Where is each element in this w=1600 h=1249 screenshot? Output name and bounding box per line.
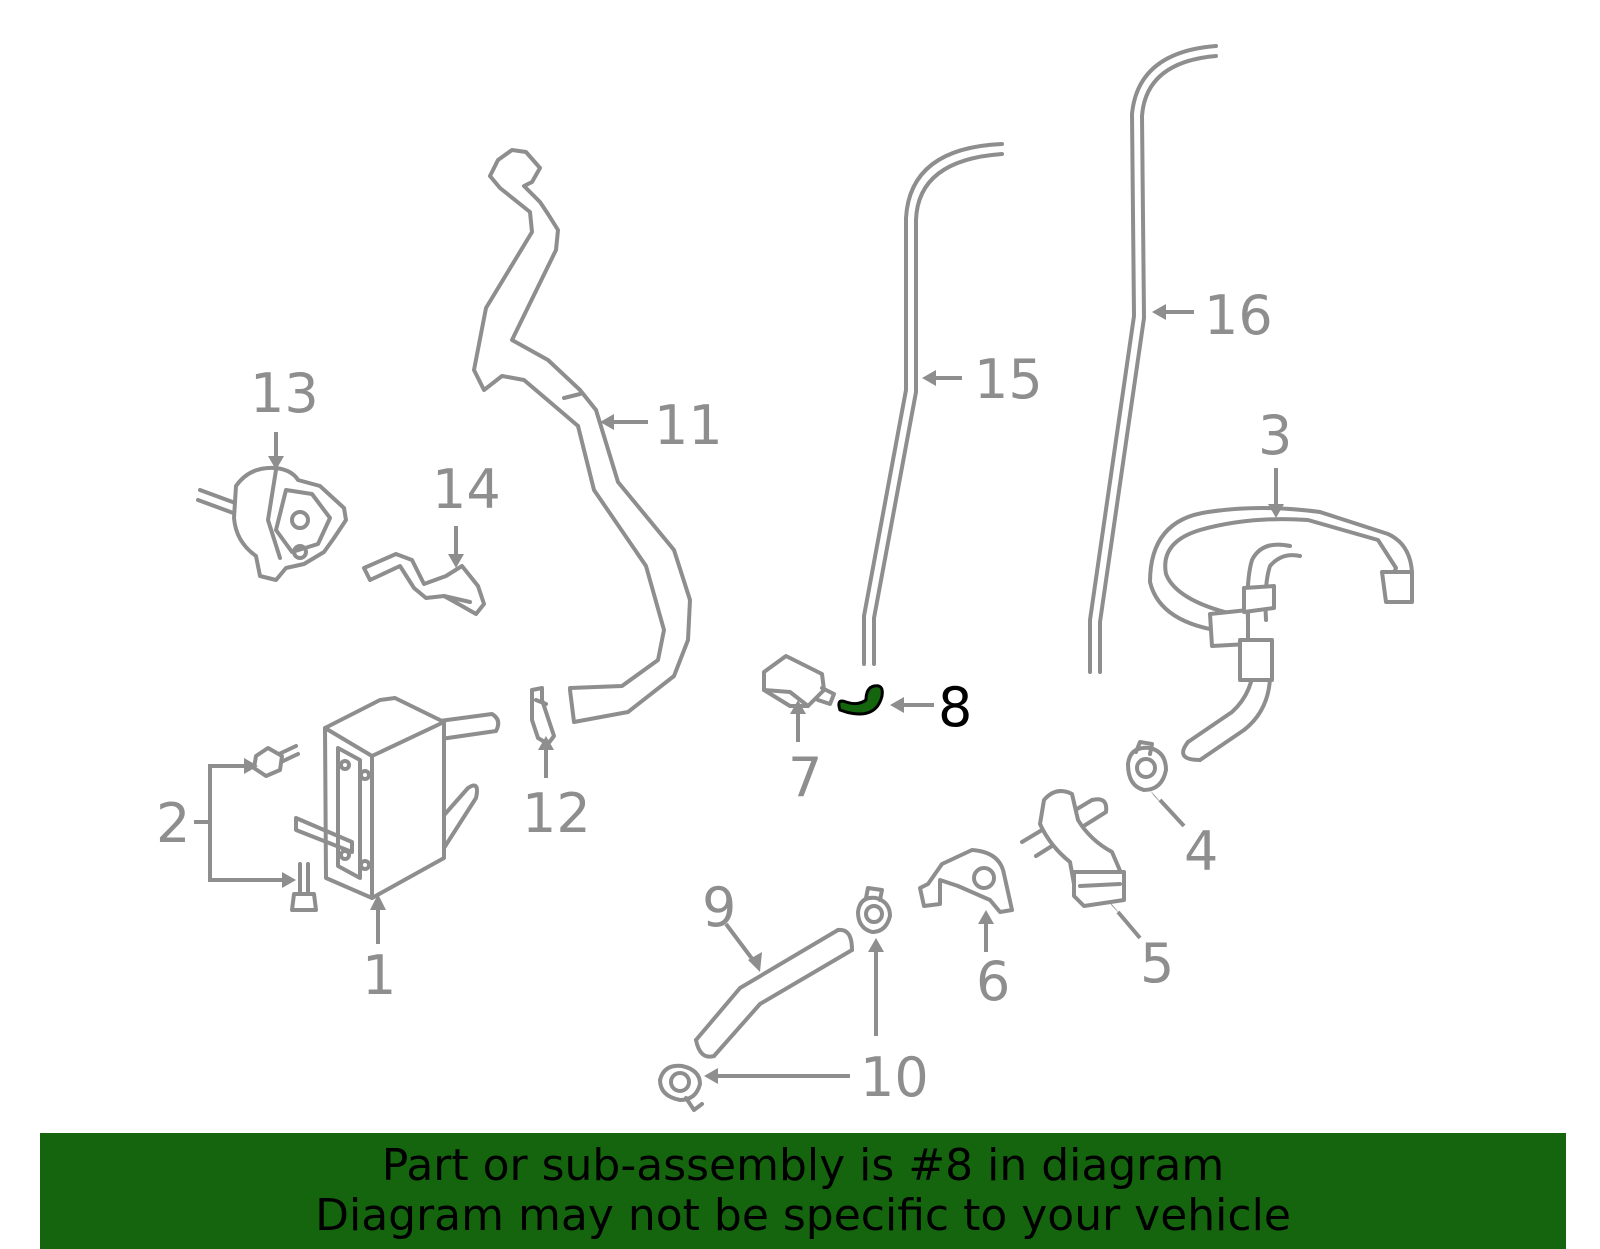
callout-9[interactable]: 9 [702, 876, 736, 939]
info-banner: Part or sub-assembly is #8 in diagram Di… [40, 1133, 1566, 1249]
callout-4[interactable]: 4 [1184, 820, 1218, 883]
part-16-pipe [1088, 44, 1218, 674]
part-9-hose [694, 927, 854, 1059]
callout-10[interactable]: 10 [860, 1046, 929, 1109]
callout-12[interactable]: 12 [522, 782, 591, 845]
callout-15[interactable]: 15 [974, 348, 1043, 411]
part-13-pump [196, 465, 348, 582]
part-14-bracket [362, 552, 486, 616]
part-3-hose-assembly [1148, 506, 1414, 762]
part-6-bracket [918, 848, 1014, 914]
callout-11[interactable]: 11 [654, 394, 723, 457]
callout-6[interactable]: 6 [976, 950, 1010, 1013]
callout-7[interactable]: 7 [788, 746, 822, 809]
part-8-hose-highlighted [837, 684, 884, 716]
part-5-water-outlet [1020, 789, 1126, 908]
callout-5[interactable]: 5 [1140, 932, 1174, 995]
part-11-long-hose [472, 148, 692, 724]
part-10-clamps [658, 886, 892, 1112]
part-12-clip [530, 686, 556, 746]
callout-14[interactable]: 14 [432, 458, 501, 521]
callout-13[interactable]: 13 [250, 362, 319, 425]
callout-2[interactable]: 2 [156, 792, 190, 855]
part-15-pipe [862, 142, 1004, 666]
callout-16[interactable]: 16 [1204, 284, 1273, 347]
callout-1[interactable]: 1 [362, 944, 396, 1007]
callout-3[interactable]: 3 [1258, 404, 1292, 467]
leader-lines [194, 304, 1284, 1084]
part-7-sensor [762, 654, 836, 708]
part-1-oil-cooler [294, 696, 501, 900]
banner-line-1: Part or sub-assembly is #8 in diagram [381, 1140, 1225, 1191]
banner-line-2: Diagram may not be specific to your vehi… [315, 1190, 1291, 1241]
part-4-clamp [1126, 740, 1168, 792]
callout-8-highlighted[interactable]: 8 [938, 676, 972, 739]
callout-numbers: 1 2 3 4 5 6 7 8 9 10 11 12 13 14 15 16 [156, 284, 1292, 1109]
